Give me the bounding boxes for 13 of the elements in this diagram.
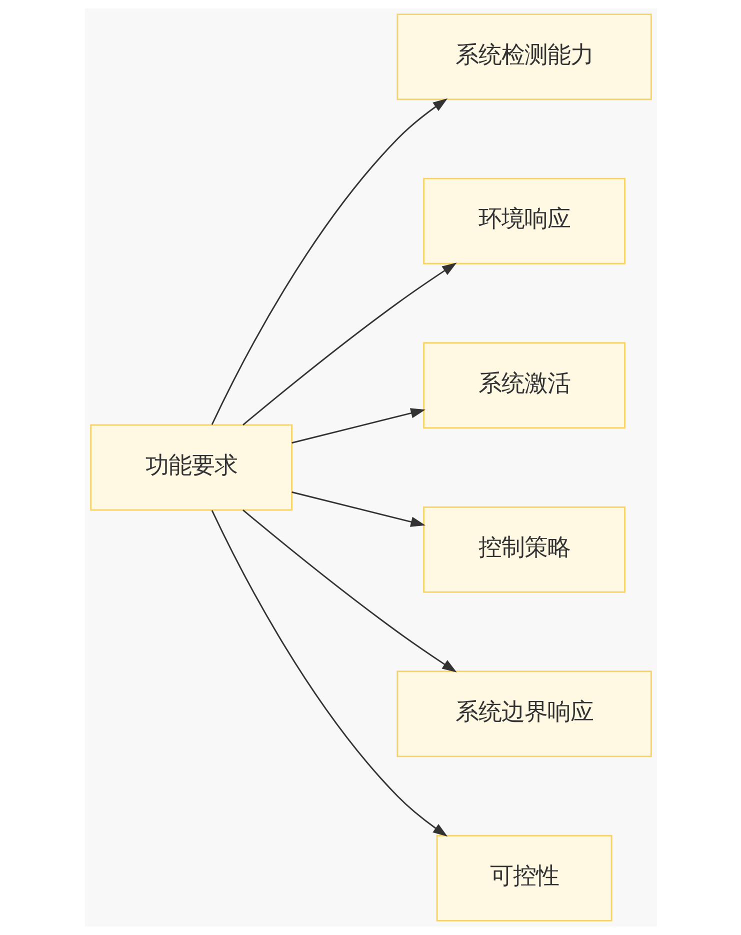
node-box: 系统检测能力	[396, 14, 652, 100]
arrow	[291, 408, 425, 444]
node-box: 系统激活	[422, 342, 625, 429]
node-box: 环境响应	[422, 178, 625, 264]
arrow	[210, 510, 448, 837]
arrow	[291, 491, 425, 527]
node-box: 系统边界响应	[396, 670, 652, 758]
arrow	[242, 510, 456, 672]
arrow	[210, 98, 448, 425]
node-box: 控制策略	[422, 506, 625, 593]
node-box: 可控性	[436, 834, 612, 922]
node-box: 功能要求	[90, 424, 292, 511]
arrow	[242, 262, 456, 426]
